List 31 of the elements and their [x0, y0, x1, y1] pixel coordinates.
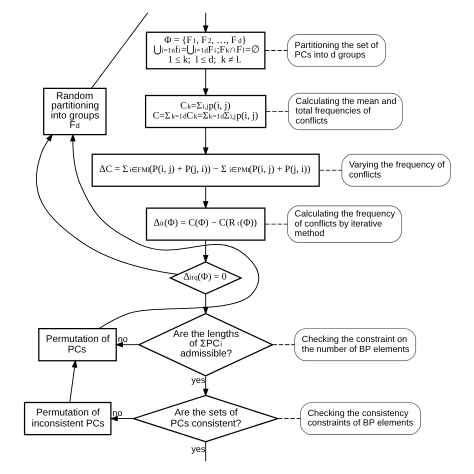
arrow [202, 12, 208, 34]
arrow [68, 360, 77, 403]
node-box: Checking the consistency constraints of BP elements [300, 402, 420, 435]
connector [90, 12, 148, 89]
connector [277, 418, 300, 419]
edge-label: yes [190, 444, 205, 454]
node-box: Calculating the frequency of conflicts by iterative method [286, 206, 402, 243]
node-box: Partitioning the set of PCs into d groups [286, 34, 386, 67]
node-diamond: Are the sets of PCs consistent? [131, 394, 280, 442]
node-box: Calculating the mean and total frequencies of conflicts [288, 92, 402, 130]
arrow [202, 127, 208, 156]
arrow [202, 68, 208, 96]
connector [272, 344, 294, 346]
arrow [35, 134, 178, 275]
edge-label: no [117, 334, 128, 344]
arrow [109, 416, 134, 422]
connector [264, 50, 288, 51]
node-box: Permutation of PCs [38, 328, 116, 362]
node-box: Permutation of inconsistent PCs [23, 402, 112, 436]
arrow [202, 240, 208, 263]
node-box: Checking the constraint on the number of BP elements [294, 328, 416, 362]
arrow [114, 342, 139, 348]
edge-label: no [112, 408, 122, 418]
edge-label: yes [190, 375, 205, 386]
connector [265, 111, 288, 112]
arrow [202, 186, 208, 210]
connector [204, 441, 206, 462]
node-box: Varying the frequency of conflicts [341, 154, 450, 187]
arrow [202, 376, 208, 397]
arrow [70, 133, 259, 330]
connector [318, 170, 342, 171]
